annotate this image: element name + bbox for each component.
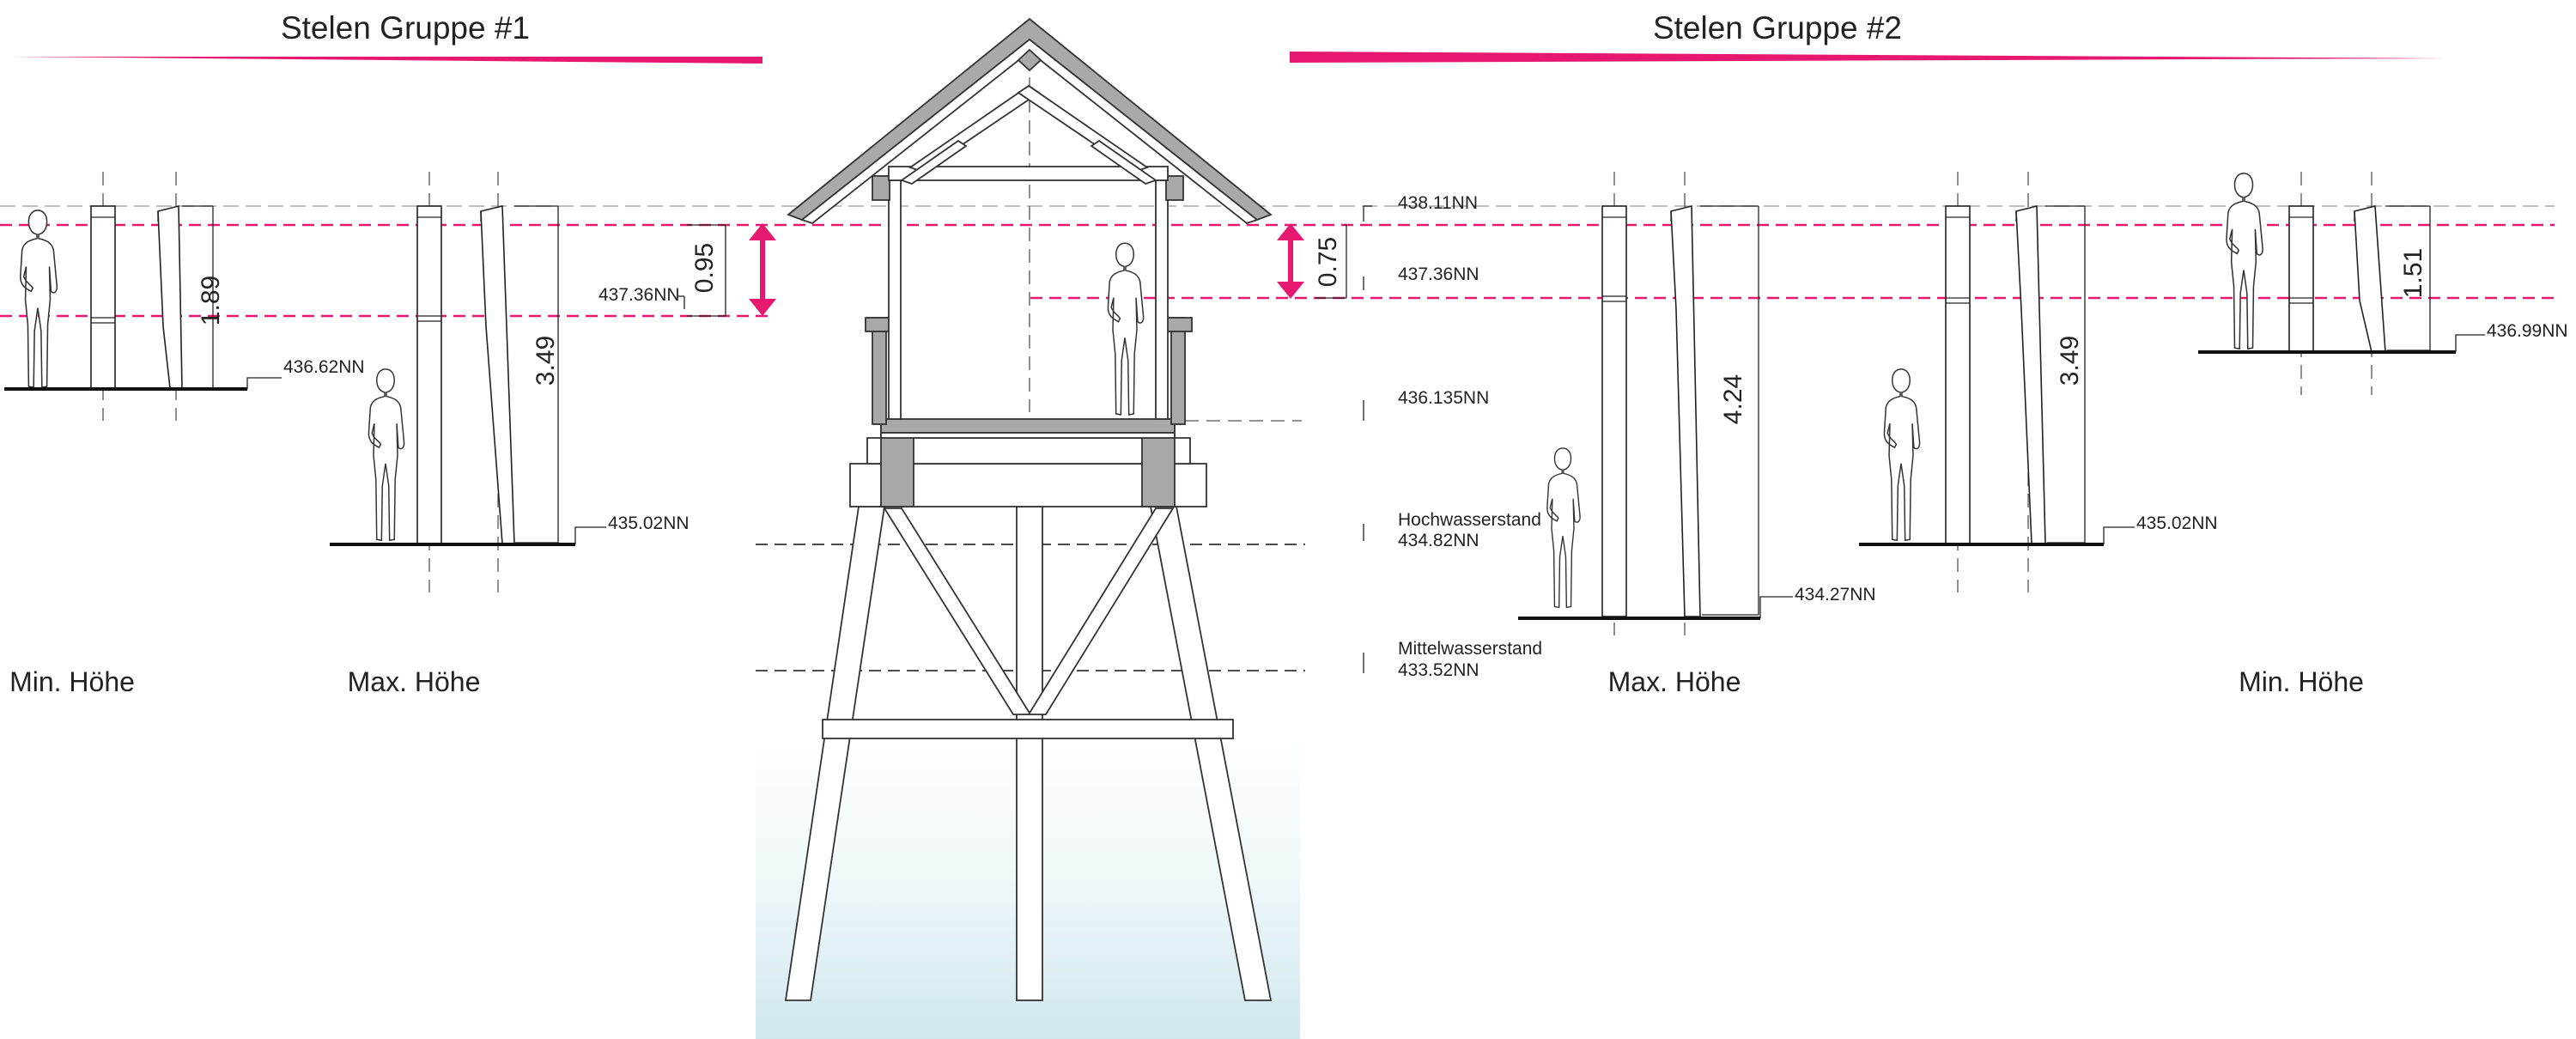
center-level-labels: 438.11NN 437.36NN 436.135NN Hochwasserst… xyxy=(1363,193,1542,680)
flood-level-value: 434.82NN xyxy=(1398,531,1479,550)
group1-title: Stelen Gruppe #1 xyxy=(281,10,530,46)
mean-water-value: 433.52NN xyxy=(1398,660,1479,680)
person-silhouette-icon xyxy=(19,210,58,388)
mean-water-label: Mittelwasserstand xyxy=(1398,639,1542,659)
g2-min-caption: Min. Höhe xyxy=(2239,666,2364,697)
g1-max-base-level: 435.02NN xyxy=(608,513,690,533)
group2-min-stele-set: 1.51 436.99NN xyxy=(2198,172,2568,395)
group2-title-underline xyxy=(1290,52,2445,63)
group2-mid-stele-set: 3.49 435.02NN xyxy=(1859,172,2218,592)
tower-left-gap-dim: 0.95 xyxy=(690,243,719,293)
observation-tower xyxy=(784,17,1273,1001)
group1-max-stele-set: 3.49 435.02NN xyxy=(330,172,690,592)
g1-max-caption: Max. Höhe xyxy=(348,666,481,697)
person-silhouette-icon xyxy=(1107,242,1145,416)
g1-min-height-dim: 1.89 xyxy=(197,276,225,325)
double-arrow-icon xyxy=(749,223,776,316)
person-silhouette-icon xyxy=(368,368,405,542)
g2-min-base-level: 436.99NN xyxy=(2487,321,2568,341)
platform-top-level: 437.36NN xyxy=(1398,264,1479,284)
double-arrow-icon xyxy=(1277,223,1304,299)
g2-mid-base-level: 435.02NN xyxy=(2136,513,2218,533)
floor-level: 436.135NN xyxy=(1398,388,1489,408)
tower-right-gap-dim: 0.75 xyxy=(1314,237,1342,287)
group2-max-stele-set: 4.24 434.27NN xyxy=(1518,172,1876,635)
flood-level-label: Hochwasserstand xyxy=(1398,510,1541,530)
g1-min-caption: Min. Höhe xyxy=(9,666,135,697)
group1-min-stele-set: 1.89 436.62NN xyxy=(4,172,365,421)
g2-min-height-dim: 1.51 xyxy=(2399,248,2427,298)
g2-max-base-level: 434.27NN xyxy=(1795,585,1876,605)
person-silhouette-icon xyxy=(1883,368,1921,542)
g2-max-caption: Max. Höhe xyxy=(1608,666,1741,697)
person-silhouette-icon xyxy=(1546,447,1581,609)
g2-mid-height-dim: 3.49 xyxy=(2056,336,2084,386)
g1-top-level: 437.36NN xyxy=(598,285,680,305)
g1-min-base-level: 436.62NN xyxy=(283,357,365,377)
g2-max-height-dim: 4.24 xyxy=(1719,374,1747,424)
g1-max-height-dim: 3.49 xyxy=(532,336,560,386)
roof-eave-level: 438.11NN xyxy=(1398,193,1478,213)
group1-title-underline xyxy=(10,57,762,64)
group2-title: Stelen Gruppe #2 xyxy=(1653,10,1902,46)
person-silhouette-icon xyxy=(2226,173,2263,349)
